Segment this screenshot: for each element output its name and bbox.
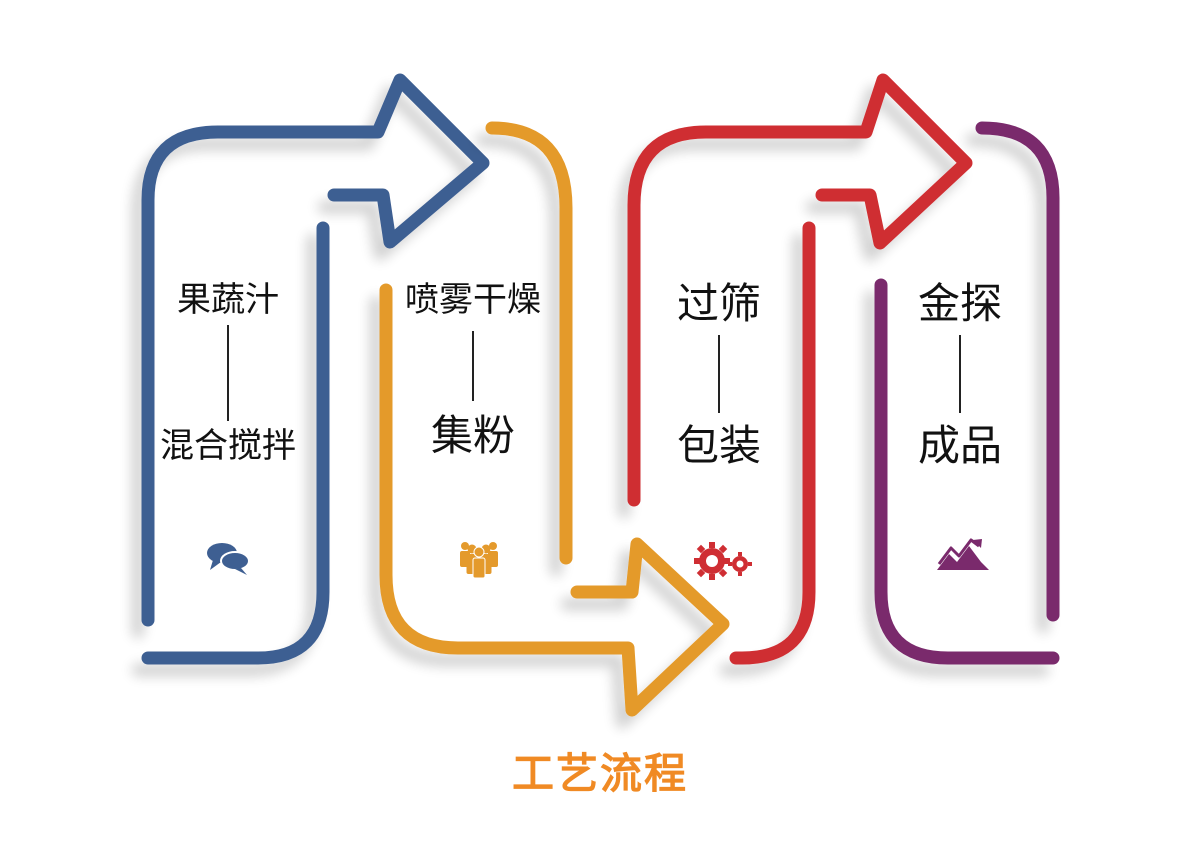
step-1-label-bottom: 混合搅拌 (160, 426, 296, 466)
connector-line (718, 335, 720, 413)
step-2-text: 喷雾干燥 集粉 (383, 283, 563, 457)
chat-bubbles-icon (207, 543, 250, 575)
step-1-label-top: 果蔬汁 (177, 280, 279, 320)
connector-line (959, 335, 961, 413)
step-3-text: 过筛 包装 (629, 283, 809, 467)
purple-band-outer (975, 121, 1060, 622)
step-4-text: 金探 成品 (870, 283, 1050, 467)
orange-band-outer (485, 121, 573, 565)
red-band-outer (627, 73, 973, 507)
chart-mountain-icon (937, 538, 989, 570)
step-2-label-top: 喷雾干燥 (405, 280, 541, 320)
step-2-label-bottom: 集粉 (430, 411, 515, 460)
step-3-label-top: 过筛 (676, 279, 761, 328)
gears-icon (694, 542, 752, 580)
orange-band-inner (379, 283, 730, 717)
step-3-label-bottom: 包装 (676, 421, 761, 470)
blue-band-outer (141, 73, 490, 627)
purple-band-inner (874, 278, 1060, 665)
red-band-inner (729, 221, 816, 665)
step-1-text: 果蔬汁 混合搅拌 (138, 283, 318, 463)
blue-band-inner (141, 221, 330, 665)
people-group-icon (460, 542, 498, 579)
diagram-title: 工艺流程 (511, 749, 688, 798)
connector-line (227, 325, 229, 421)
step-4-label-bottom: 成品 (917, 421, 1002, 470)
connector-line (472, 331, 474, 401)
step-4-label-top: 金探 (917, 279, 1002, 328)
